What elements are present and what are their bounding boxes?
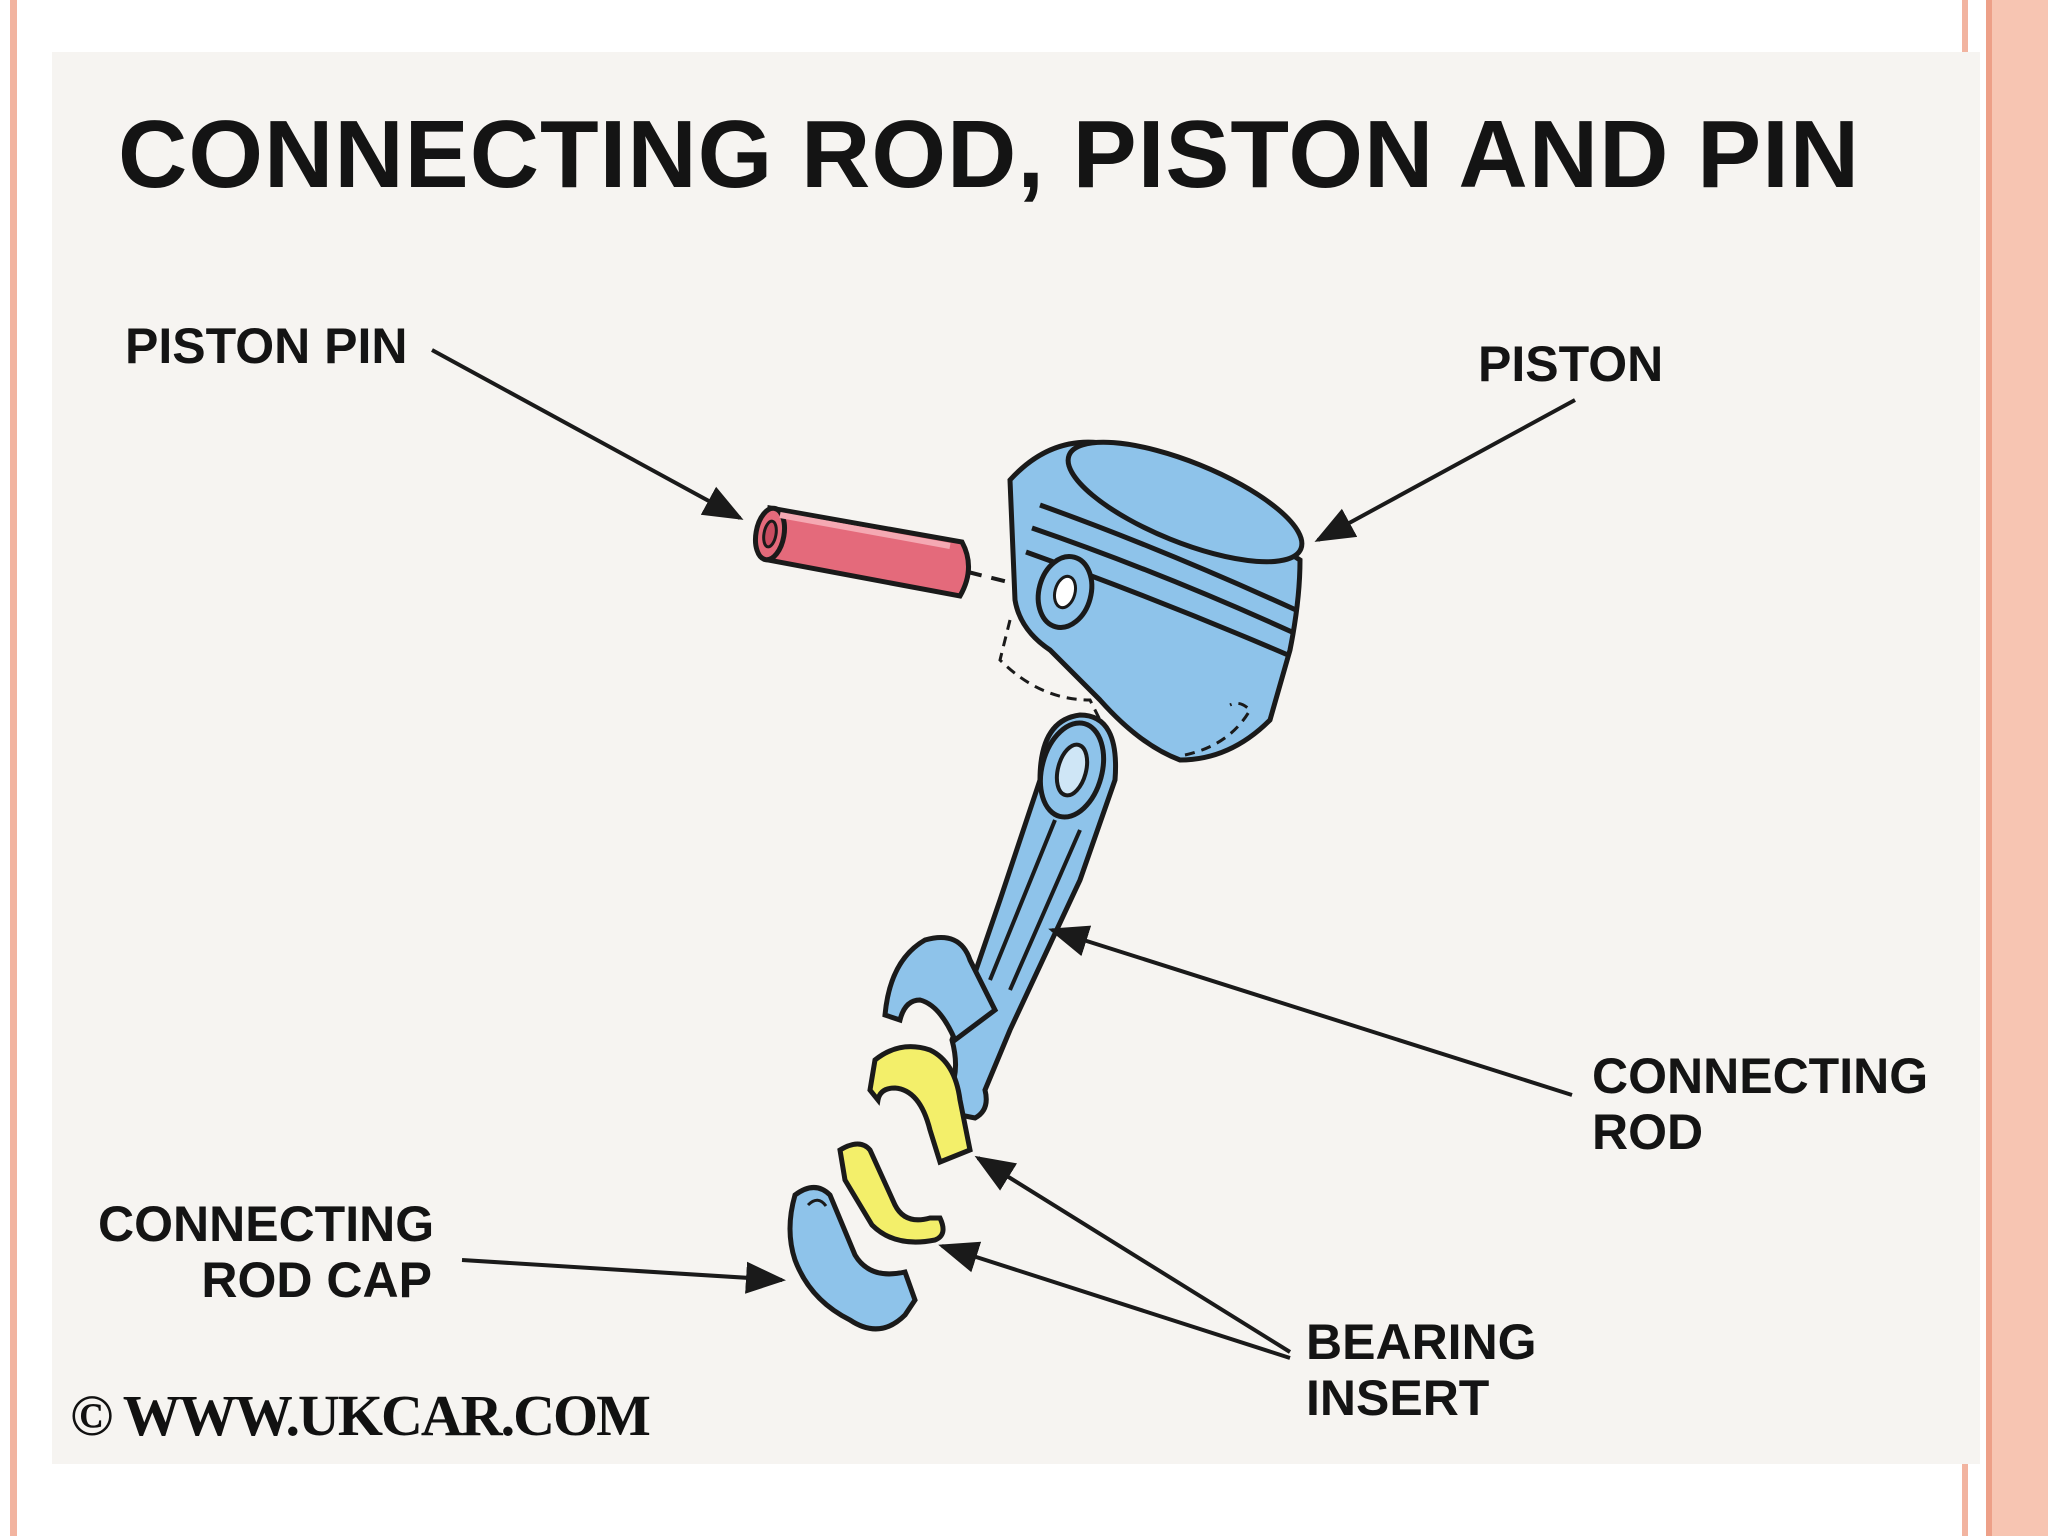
label-connecting-rod-line1: CONNECTING	[1592, 1048, 1929, 1104]
connecting-rod-part	[882, 712, 1119, 1121]
copyright-text: © WWW.UKCAR.COM	[70, 1383, 651, 1448]
slide-border-right	[1986, 0, 2048, 1536]
diagram-panel	[52, 52, 1980, 1464]
label-piston: PISTON	[1478, 336, 1664, 392]
piston-pin-part	[752, 505, 971, 599]
label-connecting-rod-cap-line1: CONNECTING	[98, 1196, 435, 1252]
arrow-bearing-insert-upper	[974, 1155, 1292, 1354]
label-connecting-rod-line2: ROD	[1592, 1104, 1704, 1160]
label-bearing-insert-line1: BEARING	[1306, 1314, 1537, 1370]
label-bearing-insert: BEARING INSERT	[1306, 1314, 1537, 1426]
piston-part	[998, 439, 1305, 763]
arrow-connecting-rod	[1048, 925, 1573, 1097]
arrow-connecting-rod-cap	[461, 1258, 786, 1294]
label-bearing-insert-line2: INSERT	[1306, 1370, 1490, 1426]
arrow-bearing-insert-lower	[938, 1241, 1291, 1360]
label-connecting-rod-cap-line2: ROD CAP	[201, 1252, 432, 1308]
slide-border-left	[10, 0, 17, 1536]
label-piston-pin: PISTON PIN	[125, 318, 408, 374]
arrow-piston	[1314, 398, 1576, 542]
diagram-title: CONNECTING ROD, PISTON AND PIN	[118, 101, 1861, 208]
arrow-piston-pin	[431, 348, 744, 520]
bearing-insert-upper	[867, 1044, 973, 1166]
bearing-insert-lower	[837, 1141, 946, 1245]
connecting-rod-cap-part	[787, 1185, 918, 1332]
label-connecting-rod-cap: CONNECTING ROD CAP	[98, 1196, 435, 1308]
label-connecting-rod: CONNECTING ROD	[1592, 1048, 1928, 1160]
